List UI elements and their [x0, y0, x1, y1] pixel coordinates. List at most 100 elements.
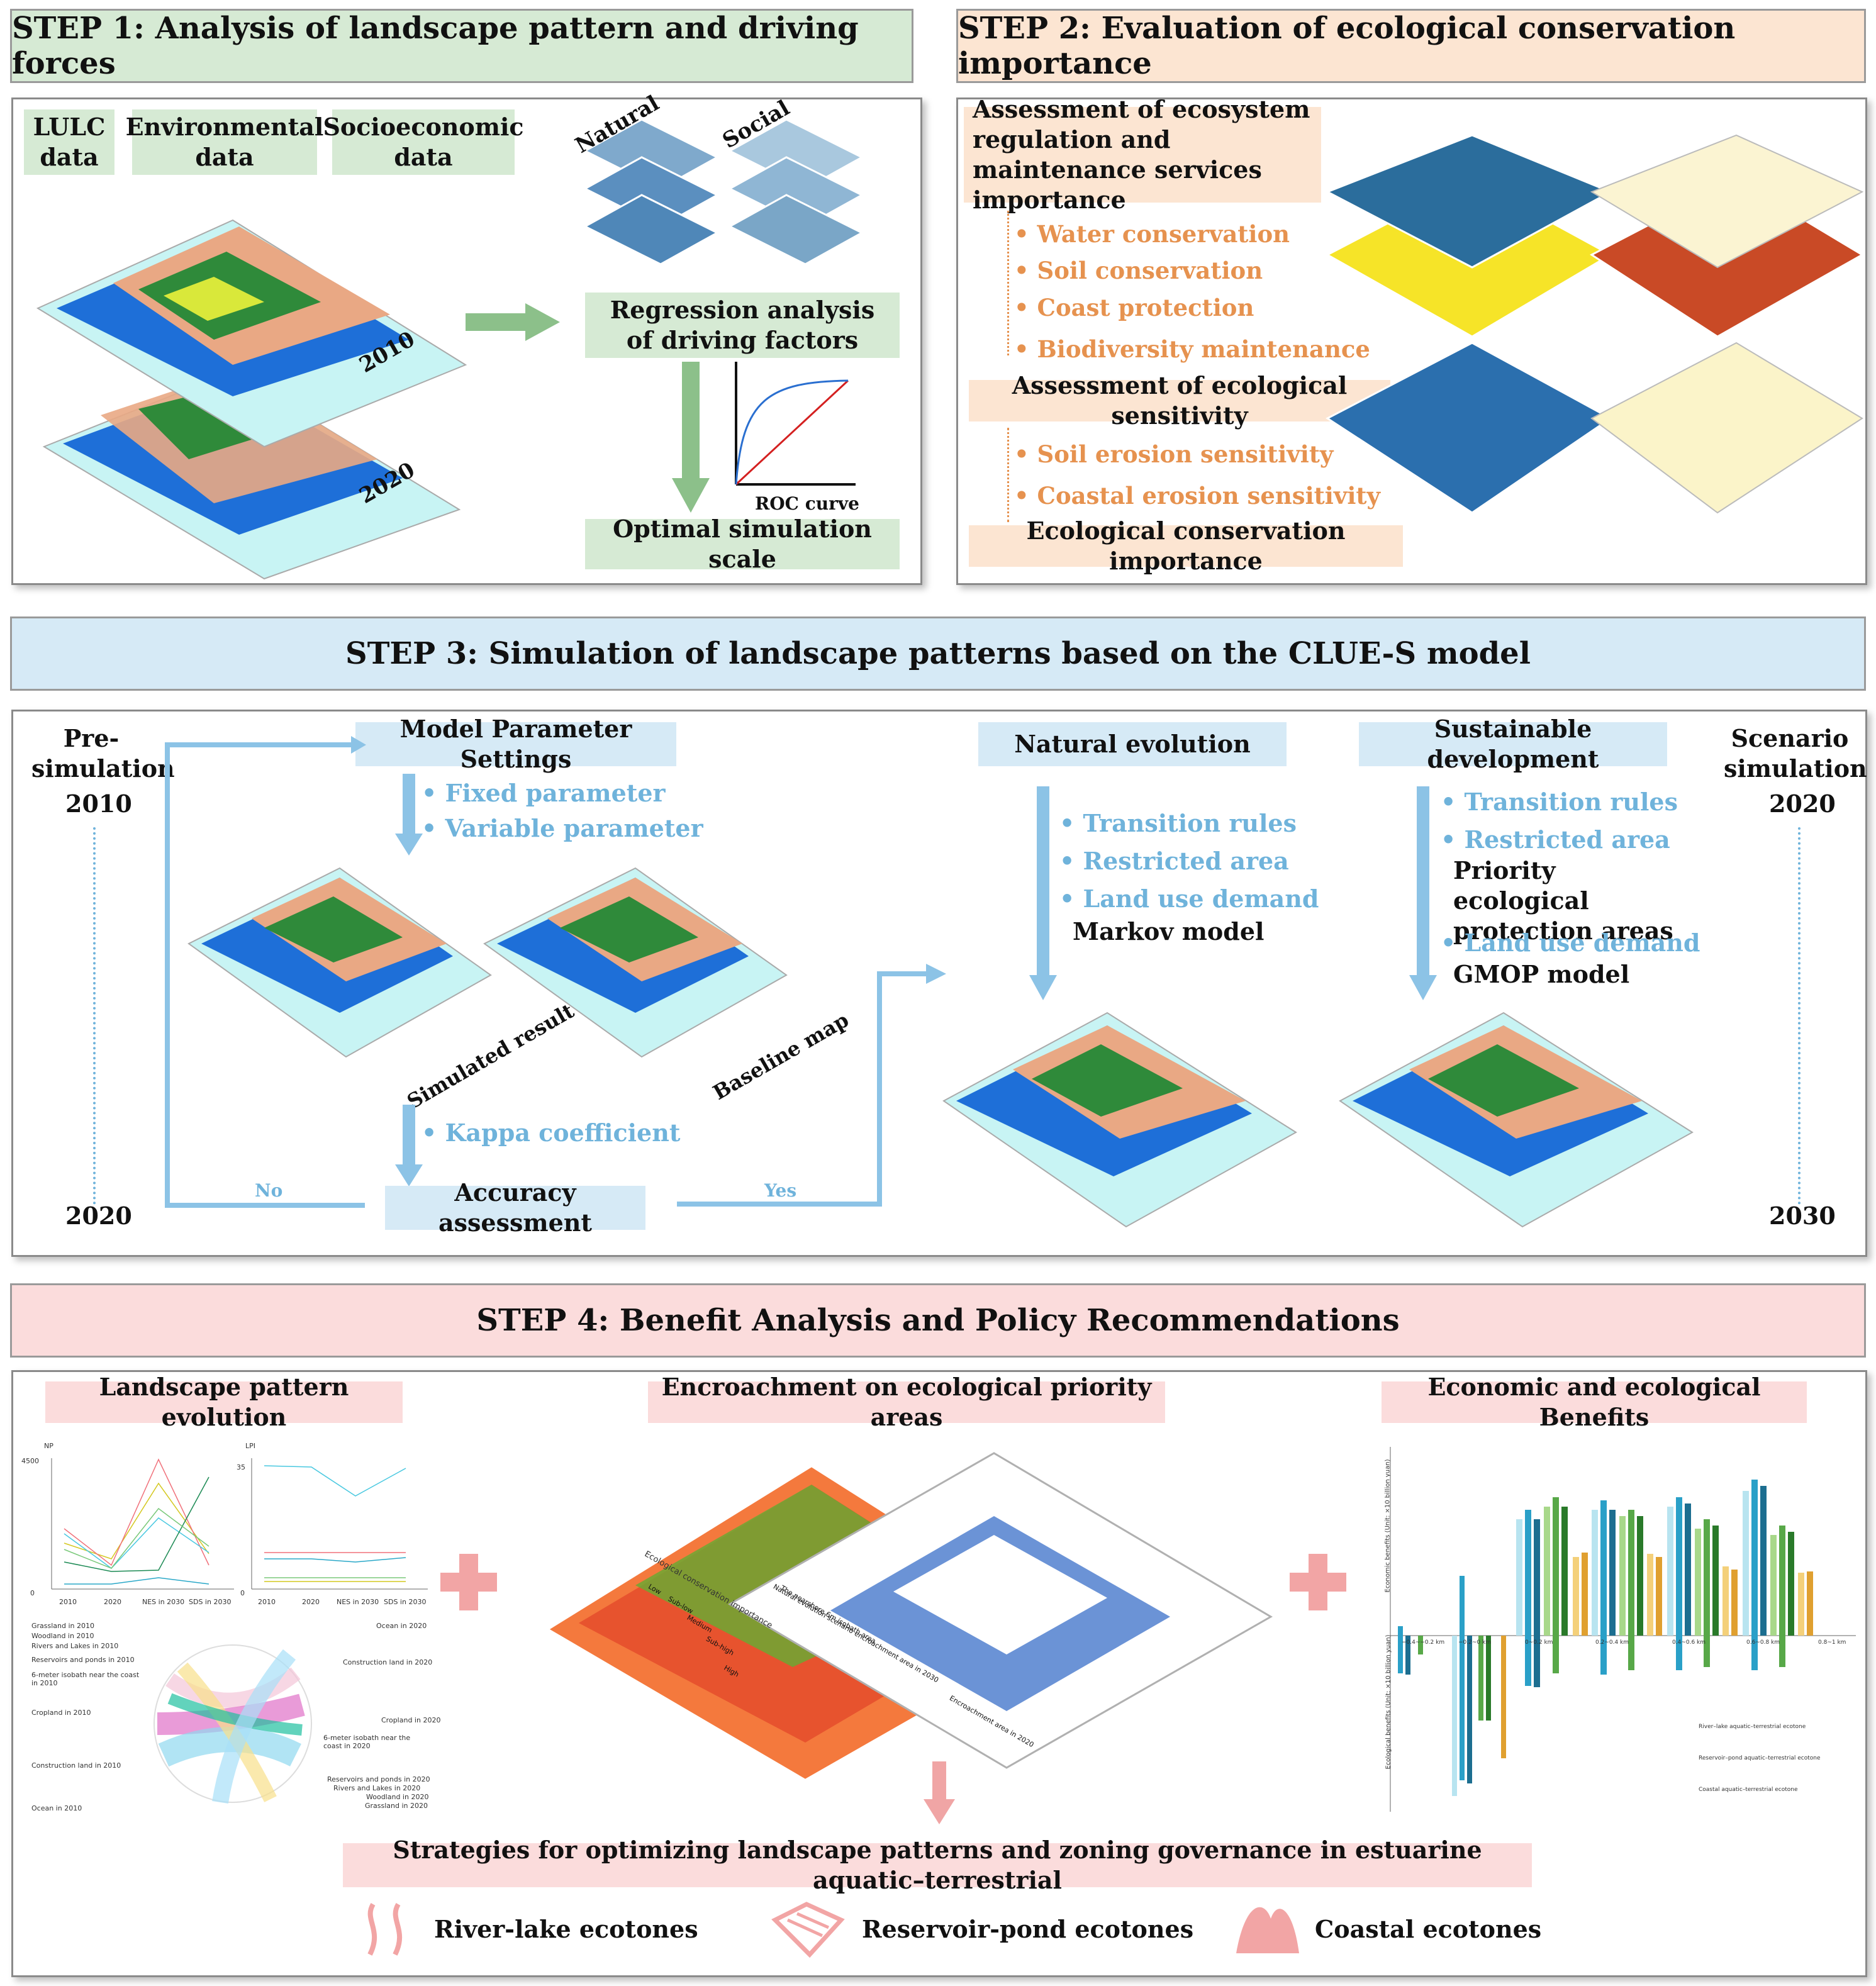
chord-label-right: Grassland in 2020 [365, 1802, 428, 1810]
soil-conservation-item: • Soil conservation [1014, 257, 1263, 284]
step3-title: STEP 3: Simulation of landscape patterns… [10, 616, 1866, 691]
accuracy-assessment-label: Accuracy assessment [385, 1178, 645, 1237]
chord-label-left: Woodland in 2010 [31, 1632, 94, 1640]
param-down-arrow [395, 774, 423, 856]
pre-sim-2020-label: 2020 [65, 1202, 132, 1230]
chord-label-right: Construction land in 2020 [343, 1658, 433, 1666]
lulc-data-label: LULC data [24, 109, 114, 175]
bar-category: 0.8~1 km [1818, 1639, 1846, 1646]
coast-protection-item: • Coast protection [1014, 294, 1254, 321]
chord-label-left: Cropland in 2010 [31, 1709, 91, 1717]
assess-services-label: Assessment of ecosystem regulation and m… [964, 95, 1321, 214]
sd-transition-rules: • Transition rules [1441, 788, 1678, 816]
step4-title: STEP 4: Benefit Analysis and Policy Reco… [10, 1283, 1866, 1358]
step1-title: STEP 1: Analysis of landscape pattern an… [10, 9, 913, 83]
chord-label-left: Grassland in 2010 [31, 1622, 95, 1630]
bar-category: −0.2~0 km [1458, 1639, 1491, 1646]
markov-model-label: Markov model [1073, 917, 1265, 946]
soil-erosion-item: • Soil erosion sensitivity [1014, 440, 1334, 468]
encroachment-maps [545, 1452, 1273, 1782]
np-axis-title: NP [44, 1442, 53, 1450]
water-conservation-item: • Water conservation [1014, 220, 1290, 248]
benefits-label: Economic and ecological Benefits [1382, 1373, 1807, 1431]
priority-areas-label: Priority ecological protection areas [1453, 856, 1673, 945]
lpi-xtick: 2020 [302, 1598, 320, 1606]
bar-category: 0~0.2 km [1525, 1639, 1553, 1646]
driving-factor-layers [583, 118, 864, 265]
eco-bars [1398, 1636, 1785, 1796]
no-label: No [255, 1180, 283, 1201]
np-xtick: 2020 [104, 1598, 121, 1606]
chord-label-right: 6-meter isobath near the coast in 2020 [323, 1734, 411, 1750]
left-timeline-dotted [93, 827, 96, 1205]
river-lake-icon [367, 1902, 403, 1956]
plus-icon [440, 1554, 497, 1610]
strategy-down-arrow [924, 1761, 955, 1824]
sustainable-development-label: Sustainable development [1359, 715, 1667, 773]
bar-category: 0.2~0.4 km [1595, 1639, 1629, 1646]
pre-sim-2010-label: 2010 [65, 789, 132, 818]
reservoir-pond-ecotones-label: Reservoir-pond ecotones [862, 1915, 1194, 1943]
pre-simulation-label: Pre-simulation [31, 724, 175, 783]
np-ytick: 0 [30, 1589, 35, 1597]
natural-evolution-label: Natural evolution [978, 722, 1287, 766]
lulc-map-stack [36, 219, 467, 580]
right-timeline-dotted [1798, 827, 1801, 1205]
regression-analysis-label: Regression analysis of driving factors [585, 293, 900, 358]
step1-right-arrow [466, 303, 560, 341]
fixed-parameter-item: • Fixed parameter [422, 779, 666, 807]
kappa-item: • Kappa coefficient [422, 1119, 681, 1147]
yes-arrow [677, 964, 946, 1207]
chord-label-right: Woodland in 2020 [366, 1793, 429, 1801]
environmental-data-label: Environmental data [126, 109, 323, 175]
simulated-baseline-maps [187, 867, 788, 1058]
ne-land-use-demand: • Land use demand [1059, 884, 1319, 913]
lpi-ytick: 35 [237, 1463, 245, 1471]
kappa-down-arrow [395, 1105, 423, 1186]
econ-bars [1398, 1480, 1813, 1636]
sd-land-use-demand: • Land use demand [1441, 929, 1700, 957]
lpi-xtick: 2010 [258, 1598, 276, 1606]
chord-label-right: Rivers and Lakes in 2020 [333, 1784, 421, 1792]
variable-parameter-item: • Variable parameter [422, 814, 703, 842]
chord-label-left: Reservoirs and ponds in 2010 [31, 1656, 135, 1664]
np-xtick: NES in 2030 [142, 1598, 185, 1606]
bar-legend-group: Reservoir–pond aquatic–terrestrial ecoto… [1699, 1755, 1821, 1761]
landscape-evolution-label: Landscape pattern evolution [45, 1373, 403, 1431]
scenario-simulation-label: Scenario simulation [1724, 724, 1867, 783]
roc-curve-label: ROC curve [755, 493, 859, 514]
chord-label-right: Reservoirs and ponds in 2020 [327, 1775, 430, 1783]
bar-category: 0.4~0.6 km [1672, 1639, 1706, 1646]
bar-category: 0.6~0.8 km [1746, 1639, 1780, 1646]
sd-down-arrow [1409, 786, 1437, 1000]
chord-label-right: Cropland in 2020 [381, 1716, 441, 1724]
lpi-xtick: NES in 2030 [337, 1598, 379, 1606]
scenario-2020-label: 2020 [1769, 789, 1836, 818]
np-xtick: 2010 [59, 1598, 77, 1606]
plus-icon [1290, 1554, 1346, 1610]
bar-legend-group: River–lake aquatic–terrestrial ecotone [1699, 1724, 1806, 1730]
ne-down-arrow [1029, 786, 1057, 1000]
biodiversity-item: • Biodiversity maintenance [1014, 335, 1370, 363]
bar-category: −0.4~−0.2 km [1402, 1639, 1445, 1646]
bar-legend-group: Coastal aquatic–terrestrial ecotone [1699, 1787, 1798, 1793]
chord-label-left: Rivers and Lakes in 2010 [31, 1642, 119, 1650]
model-parameter-label: Model Parameter Settings [355, 715, 676, 773]
lpi-axis-title: LPI [245, 1442, 256, 1450]
yes-label: Yes [764, 1180, 797, 1201]
coastal-erosion-item: • Coastal erosion sensitivity [1014, 482, 1380, 510]
sd-restricted-area: • Restricted area [1441, 825, 1670, 854]
step1-down-arrow [672, 362, 710, 513]
map-layer-2020 [42, 370, 461, 580]
map-layer-2010 [36, 219, 467, 448]
chord-label-left: 6-meter isobath near the coast in 2010 [31, 1671, 140, 1687]
services-dotted-line [1007, 211, 1009, 355]
np-xtick: SDS in 2030 [189, 1598, 232, 1606]
no-feedback-loop [165, 736, 366, 1208]
ecological-importance-label: Ecological conservation importance [969, 516, 1403, 575]
river-lake-ecotones-label: River-lake ecotones [434, 1915, 698, 1943]
gmop-model-label: GMOP model [1453, 960, 1630, 988]
step2-title: STEP 2: Evaluation of ecological conserv… [956, 9, 1866, 83]
encroachment-label: Encroachment on ecological priority area… [648, 1373, 1165, 1431]
scenario-maps [942, 1012, 1694, 1228]
